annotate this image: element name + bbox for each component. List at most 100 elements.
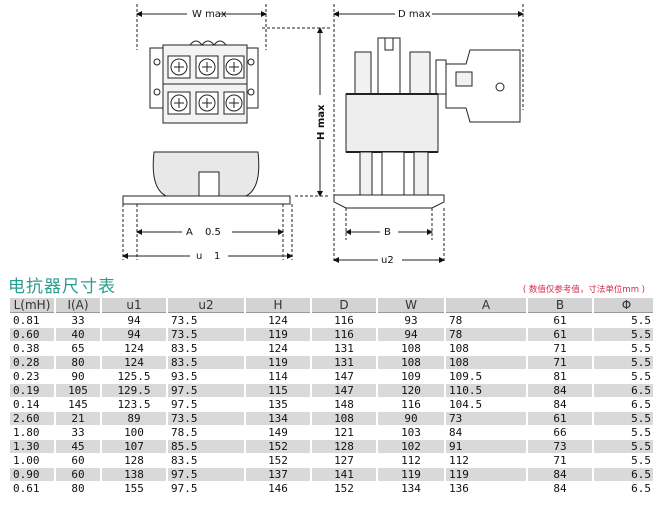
cell-d: 108: [312, 412, 376, 425]
cell-u2: 85.5: [168, 440, 244, 453]
cell-u2: 97.5: [171, 398, 198, 411]
cell-h: 135: [268, 398, 288, 411]
front-u1-value: 1: [214, 251, 220, 262]
cell-d: 127: [334, 454, 354, 467]
cell-a: 91: [446, 440, 526, 453]
cell-h: 119: [246, 328, 310, 341]
cell-current: 80: [71, 482, 85, 495]
cell-d: 121: [334, 426, 354, 439]
cell-u1: 124: [102, 356, 166, 369]
cell-w: 94: [378, 328, 444, 341]
cell-w: 90: [378, 412, 444, 425]
cell-current: 105: [56, 384, 100, 397]
cell-b: 84: [553, 482, 567, 495]
cell-h: 146: [268, 482, 288, 495]
cell-w: 108: [401, 342, 421, 355]
cell-lmh: 0.28: [10, 356, 54, 369]
cell-u1: 107: [102, 440, 166, 453]
cell-w: 102: [378, 440, 444, 453]
cell-w: 134: [401, 482, 421, 495]
cell-phi: 6.5: [594, 468, 653, 481]
cell-a: 108: [446, 356, 526, 369]
cell-lmh: 1.00: [13, 454, 40, 467]
cell-a: 78: [449, 314, 463, 327]
column-header-d: D: [312, 298, 376, 313]
cell-a: 84: [449, 426, 463, 439]
cell-lmh: 1.80: [13, 426, 40, 439]
cell-u1: 123.5: [117, 398, 151, 411]
cell-u1: 155: [124, 482, 144, 495]
cell-d: 147: [312, 384, 376, 397]
cell-phi: 5.5: [594, 412, 653, 425]
cell-w: 108: [378, 356, 444, 369]
front-u1-label: u: [196, 251, 202, 262]
cell-d: 116: [312, 328, 376, 341]
side-view: [333, 4, 524, 263]
cell-h: 114: [268, 370, 288, 383]
cell-u2: 93.5: [171, 370, 198, 383]
cell-phi: 5.5: [594, 356, 653, 369]
cell-current: 33: [71, 314, 85, 327]
cell-h: 124: [268, 342, 288, 355]
cell-u1: 124: [124, 342, 144, 355]
cell-d: 131: [334, 342, 354, 355]
column-header-u2: u2: [168, 298, 244, 313]
cell-h: 152: [268, 454, 288, 467]
cell-phi: 5.5: [631, 454, 651, 467]
cell-phi: 6.5: [631, 482, 651, 495]
cell-phi: 5.5: [631, 342, 651, 355]
cell-current: 90: [71, 370, 85, 383]
technical-drawing: W max H max A 0.5 u 1: [122, 4, 524, 266]
cell-u2: 73.5: [171, 314, 198, 327]
cell-h: 152: [246, 440, 310, 453]
cell-a: 110.5: [446, 384, 526, 397]
cell-current: 45: [56, 440, 100, 453]
cell-b: 71: [553, 342, 567, 355]
side-depth-label: D max: [398, 9, 431, 20]
column-header-b: B: [528, 298, 592, 313]
column-header-u1: u1: [102, 298, 166, 313]
cell-u2: 83.5: [168, 356, 244, 369]
cell-lmh: 0.38: [13, 342, 40, 355]
front-height-label: H max: [316, 104, 327, 140]
cell-u1: 125.5: [117, 370, 151, 383]
cell-u2: 73.5: [168, 412, 244, 425]
cell-w: 109: [401, 370, 421, 383]
cell-w: 120: [378, 384, 444, 397]
column-header-h: H: [246, 298, 310, 313]
cell-current: 65: [71, 342, 85, 355]
cell-phi: 6.5: [631, 398, 651, 411]
cell-b: 81: [553, 370, 567, 383]
cell-u1: 100: [124, 426, 144, 439]
cell-lmh: 0.14: [13, 398, 40, 411]
cell-lmh: 1.30: [10, 440, 54, 453]
cell-d: 152: [334, 482, 354, 495]
column-header-a: A: [446, 298, 526, 313]
cell-u2: 97.5: [171, 482, 198, 495]
cell-phi: 5.5: [594, 440, 653, 453]
cell-lmh: 0.19: [10, 384, 54, 397]
cell-h: 119: [246, 356, 310, 369]
cell-a: 73: [446, 412, 526, 425]
cell-b: 71: [528, 356, 592, 369]
cell-a: 109.5: [449, 370, 483, 383]
cell-h: 134: [246, 412, 310, 425]
front-width-label: W max: [192, 9, 227, 20]
cell-d: 128: [312, 440, 376, 453]
cell-d: 131: [312, 356, 376, 369]
cell-a: 104.5: [449, 398, 483, 411]
cell-b: 61: [553, 314, 567, 327]
cell-u1: 128: [124, 454, 144, 467]
column-header-w: W: [378, 298, 444, 313]
cell-w: 103: [401, 426, 421, 439]
page-title: 电抗器尺寸表: [8, 277, 116, 297]
